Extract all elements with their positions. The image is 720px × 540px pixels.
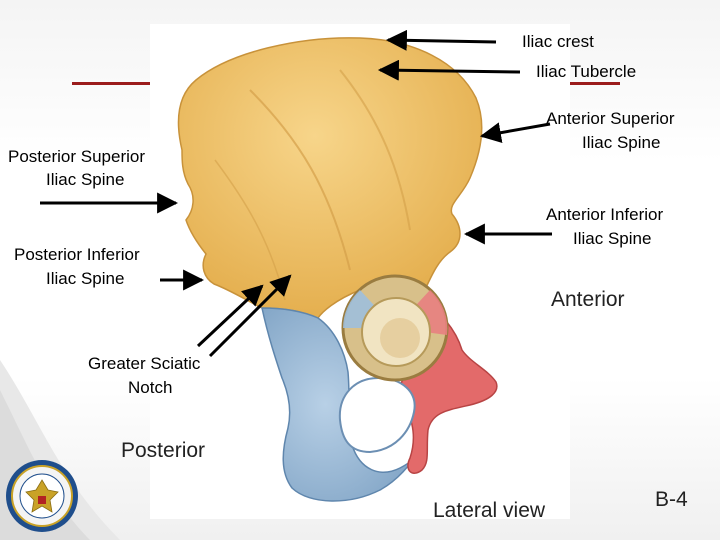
iliac-tubercle-arrow [380,70,520,72]
label-piis-line1: Posterior Inferior [14,244,140,266]
acetabular-fossa-inner [380,318,420,358]
label-iliac-crest: Iliac crest [522,31,594,53]
label-iliac-tubercle: Iliac Tubercle [536,61,636,83]
label-piis-line2: Iliac Spine [46,268,124,290]
label-greater-sciatic-line1: Greater Sciatic [88,353,200,375]
label-psis-line1: Posterior Superior [8,146,145,168]
institution-seal-logo [4,458,80,534]
label-anterior: Anterior [551,289,625,311]
label-posterior: Posterior [121,440,205,462]
label-aiis-line2: Iliac Spine [573,228,651,250]
label-psis-line2: Iliac Spine [46,169,124,191]
iliac-crest-arrow [388,40,496,42]
label-asis-line2: Iliac Spine [582,132,660,154]
label-asis-line1: Anterior Superior [546,108,675,130]
slide-number: B-4 [655,489,688,511]
label-aiis-line1: Anterior Inferior [546,204,663,226]
label-greater-sciatic-line2: Notch [128,377,172,399]
label-lateral-view: Lateral view [433,500,545,522]
